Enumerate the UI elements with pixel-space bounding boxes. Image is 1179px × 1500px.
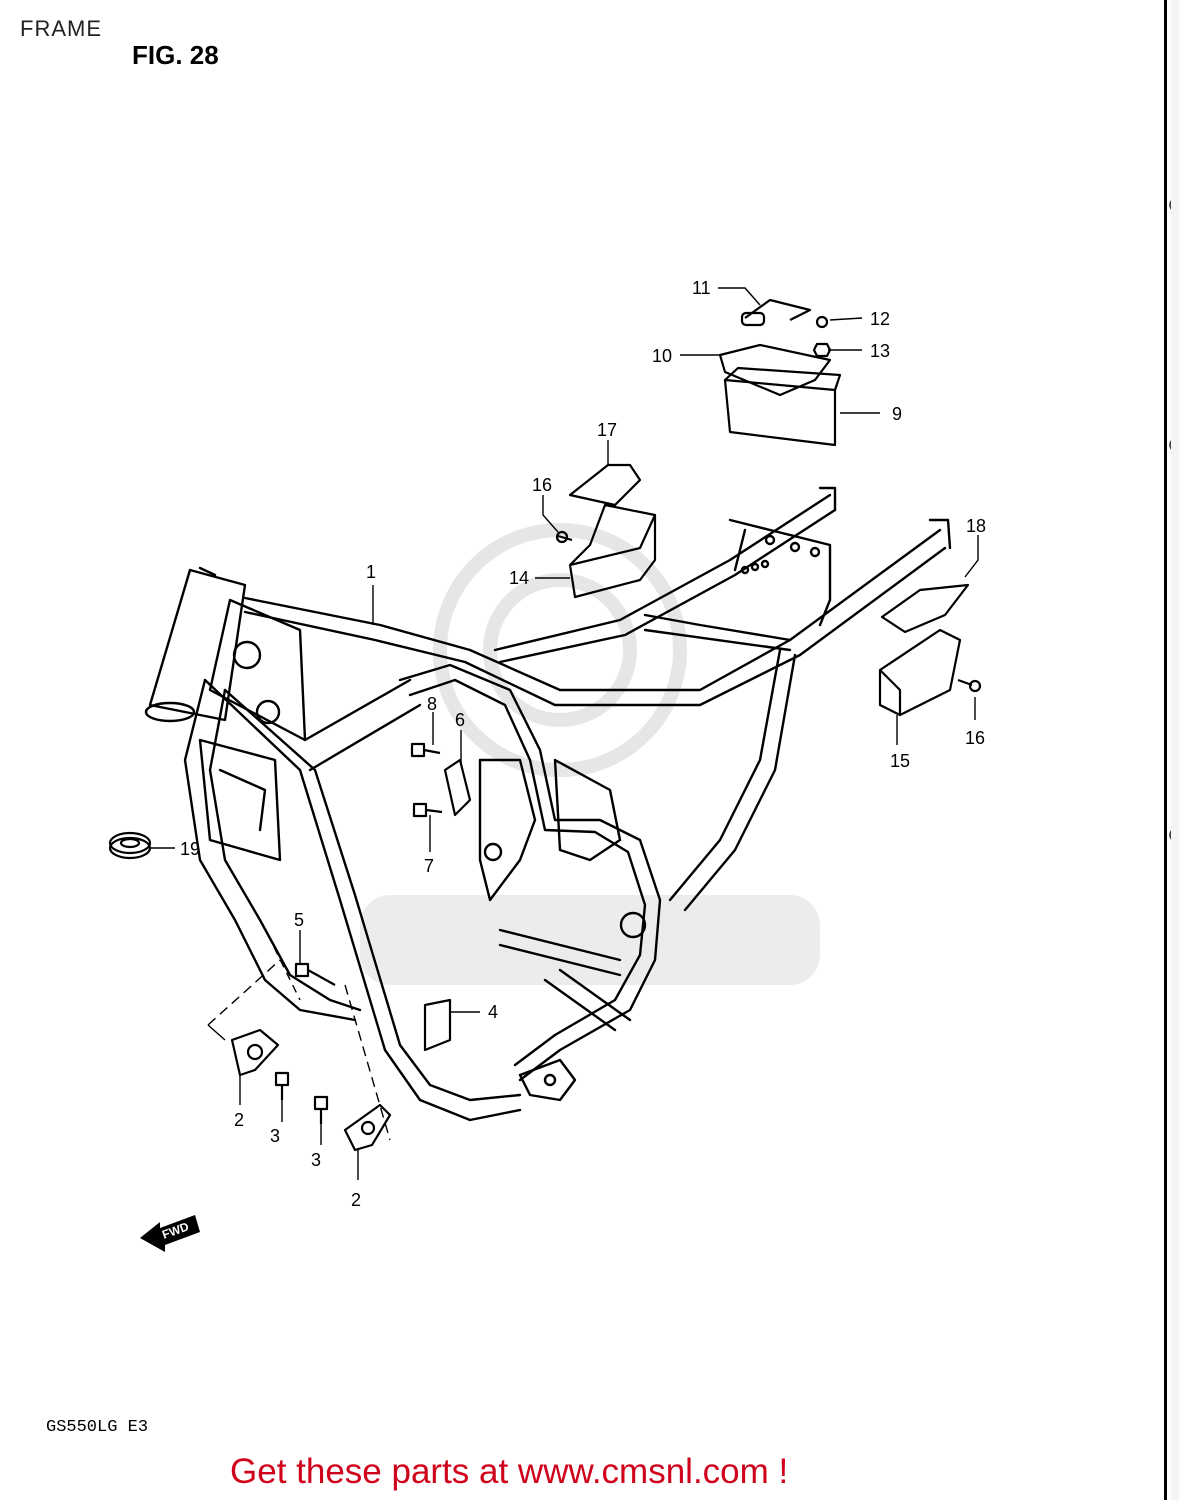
right-border xyxy=(1164,0,1167,1500)
callout-16: 16 xyxy=(965,728,985,748)
callout-2: 2 xyxy=(234,1110,244,1130)
section-title: FRAME xyxy=(20,16,102,41)
callout-2: 2 xyxy=(351,1190,361,1210)
tool-box xyxy=(568,503,657,599)
watermark-logo xyxy=(360,523,820,985)
callout-10: 10 xyxy=(652,346,672,366)
callout-labels: 1 2 2 3 3 4 5 6 7 8 9 10 11 12 13 14 15 … xyxy=(180,278,986,1210)
side-box-right xyxy=(878,628,962,717)
callout-15: 15 xyxy=(890,751,910,771)
callout-18: 18 xyxy=(966,516,986,536)
leader-lines xyxy=(150,287,979,1180)
callout-19: 19 xyxy=(180,839,200,859)
main-frame xyxy=(144,486,952,1122)
battery-band xyxy=(744,298,812,321)
battery-tray xyxy=(723,378,837,447)
battery-holder xyxy=(718,343,832,397)
callout-3: 3 xyxy=(311,1150,321,1170)
callout-1: 1 xyxy=(366,562,376,582)
callout-12: 12 xyxy=(870,309,890,329)
callout-8: 8 xyxy=(427,694,437,714)
callout-6: 6 xyxy=(455,710,465,730)
right-margin-strip xyxy=(1171,0,1179,1500)
callout-4: 4 xyxy=(488,1002,498,1022)
side-box-cover-right xyxy=(880,583,970,634)
callout-9: 9 xyxy=(892,404,902,424)
callout-3: 3 xyxy=(270,1126,280,1146)
callout-16: 16 xyxy=(532,475,552,495)
callout-17: 17 xyxy=(597,420,617,440)
callout-14: 14 xyxy=(509,568,529,588)
callout-11: 11 xyxy=(692,278,711,298)
callout-7: 7 xyxy=(424,856,434,876)
callout-5: 5 xyxy=(294,910,304,930)
callout-13: 13 xyxy=(870,341,890,361)
fwd-arrow-icon: FWD xyxy=(140,1215,200,1252)
model-code: GS550LG E3 xyxy=(46,1418,149,1437)
figure-title: FIG. 28 xyxy=(132,40,219,70)
cta-link[interactable]: Get these parts at www.cmsnl.com ! xyxy=(230,1452,789,1491)
tool-box-cover xyxy=(568,463,642,507)
